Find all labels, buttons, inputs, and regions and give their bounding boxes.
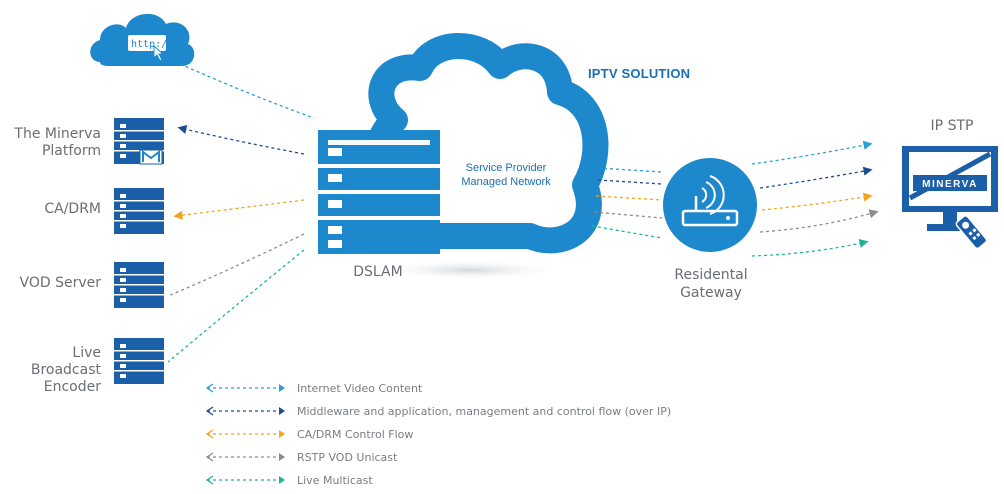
legend-item: RSTP VOD Unicast: [205, 449, 397, 465]
ca-drm-server-icon: [114, 188, 164, 234]
cloud-to-gateway-line-3: [595, 195, 663, 201]
legend-arrow-line: [205, 475, 285, 485]
legend-label: Middleware and application, management a…: [297, 404, 672, 418]
gateway-line-1: Residental: [674, 267, 748, 283]
legend-arrow-line: [205, 406, 285, 416]
legend-arrow-line: [205, 429, 285, 439]
diagram-title: IPTV SOLUTION: [588, 66, 691, 81]
cloud-to-gateway-line-2: [597, 179, 663, 185]
minerva-line-2: Platform: [41, 143, 101, 159]
legend-label: CA/DRM Control Flow: [297, 427, 414, 441]
ip-stp-monitor-icon: MINERVA: [902, 146, 998, 250]
legend-arrow-line: [205, 383, 285, 393]
cloud-label: Service Provider Managed Network: [448, 161, 564, 189]
legend-item: Internet Video Content: [205, 380, 422, 396]
gateway-to-stp-line-4: [759, 209, 879, 233]
gateway-label: Residental Gateway: [660, 266, 762, 302]
monitor-screen-text: MINERVA: [922, 179, 978, 190]
legend-label: Live Multicast: [297, 473, 373, 487]
cloud-to-gateway-line-1: [597, 167, 663, 173]
gateway-to-stp-line-2: [759, 166, 873, 189]
dslam-to-minerva-line: [177, 125, 305, 155]
legend-item: Middleware and application, management a…: [205, 403, 671, 419]
encoder-line-1: Live Broadcast: [30, 345, 101, 378]
legend-item: Live Multicast: [205, 472, 373, 488]
dslam-to-vod-line: [167, 233, 305, 297]
live-broadcast-encoder-server-icon: [114, 338, 164, 384]
legend-label: Internet Video Content: [297, 381, 423, 395]
vod-server-icon: [114, 262, 164, 308]
minerva-platform-label: The Minerva Platform: [0, 126, 101, 160]
legend-label: RSTP VOD Unicast: [297, 450, 398, 464]
cloud-label-line-1: Service Provider: [465, 162, 547, 174]
cloud-to-gateway-line-4: [593, 211, 663, 219]
minerva-line-1: The Minerva: [14, 126, 101, 142]
internet-url-text: http://: [131, 39, 173, 50]
encoder-line-2: Encoder: [43, 379, 101, 395]
internet-cloud-icon: [90, 13, 195, 67]
ca-drm-label: CA/DRM: [44, 201, 101, 217]
residential-gateway-icon: [663, 158, 757, 252]
cloud-label-line-2: Managed Network: [461, 176, 551, 188]
gateway-to-stp-line-3: [761, 192, 873, 211]
dslam-server-icon: [318, 130, 440, 254]
gateway-line-2: Gateway: [680, 285, 742, 301]
dslam-to-encoder-line: [167, 249, 305, 363]
internet-to-dslam-line: [179, 63, 315, 119]
gateway-to-stp-line-5: [751, 238, 869, 257]
legend-item: CA/DRM Control Flow: [205, 426, 413, 442]
cloud-to-gateway-line-5: [591, 225, 663, 239]
dslam-label: DSLAM: [353, 264, 403, 280]
gateway-to-stp-line-1: [751, 140, 873, 165]
minerva-platform-server-icon: [114, 118, 164, 165]
vod-server-label: VOD Server: [19, 275, 102, 291]
legend-arrow-line: [205, 452, 285, 462]
connection-lines: [167, 63, 879, 363]
live-broadcast-encoder-label: Live Broadcast Encoder: [0, 345, 101, 396]
dslam-to-cadrm-line: [173, 199, 305, 220]
ip-stp-label: IP STP: [930, 118, 974, 134]
